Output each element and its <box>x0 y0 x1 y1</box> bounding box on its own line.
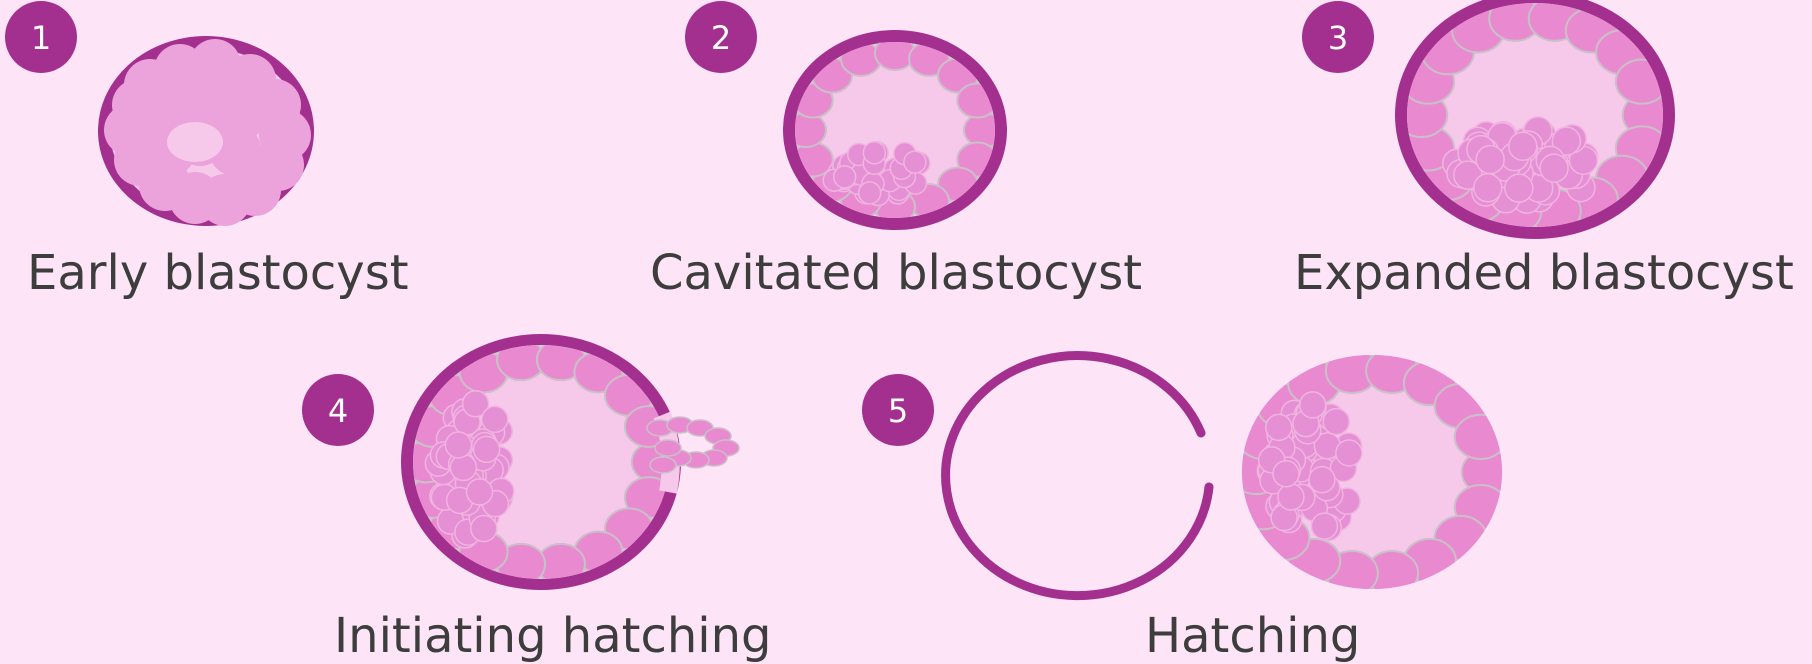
hatched-blastocyst-illustration <box>1230 349 1513 595</box>
badge-4-number: 4 <box>328 392 348 430</box>
icm-cell <box>471 516 497 542</box>
icm-cell <box>904 151 926 173</box>
expanded-blastocyst-illustration <box>1395 0 1675 239</box>
icm-cell <box>1323 409 1349 435</box>
icm-cell <box>1336 440 1362 466</box>
icm-cell <box>834 166 856 188</box>
icm-cell <box>1540 154 1568 182</box>
icm-cell <box>450 455 476 481</box>
badge-1-number: 1 <box>31 19 51 57</box>
stage-2: 2 Cavitated blastocyst <box>650 1 1142 301</box>
stage-5: 5 Hatching <box>862 349 1514 664</box>
badge-3-number: 3 <box>1328 19 1348 57</box>
icm-cell <box>1505 174 1533 202</box>
cell <box>655 440 681 456</box>
icm-cell <box>863 142 885 164</box>
icm-cell <box>1278 484 1304 510</box>
stage-3-label: Expanded blastocyst <box>1294 245 1794 301</box>
stage-4: 4 Initiating hatching <box>302 334 771 664</box>
stage-4-label: Initiating hatching <box>334 608 771 664</box>
cell <box>184 69 236 121</box>
icm-cell <box>859 182 881 204</box>
icm-cell <box>1266 414 1292 440</box>
badge-2-number: 2 <box>711 19 731 57</box>
empty-zona-pellucida <box>946 356 1209 596</box>
icm-cell <box>482 406 508 432</box>
icm-cell <box>474 436 500 462</box>
icm-cell <box>1509 132 1537 160</box>
icm-cell <box>1311 513 1337 539</box>
cell <box>1455 415 1507 459</box>
small-cavity <box>167 122 223 162</box>
cavitated-blastocyst-illustration <box>783 30 1007 230</box>
early-blastocyst-illustration <box>98 36 314 226</box>
icm-cell <box>1300 392 1326 418</box>
icm-cell <box>445 432 471 458</box>
stage-1: 1 Early blastocyst <box>5 1 409 301</box>
icm-cell <box>1476 146 1504 174</box>
icm-cell <box>1309 467 1335 493</box>
icm-cell <box>1273 461 1299 487</box>
stage-1-label: Early blastocyst <box>27 245 409 301</box>
icm-cell <box>1474 174 1502 202</box>
initiating-hatching-illustration <box>401 334 739 590</box>
stage-5-label: Hatching <box>1145 608 1360 664</box>
protruding-cells <box>647 417 739 473</box>
stage-2-label: Cavitated blastocyst <box>650 245 1142 301</box>
stage-3: 3 Expanded blastocyst <box>1294 0 1794 301</box>
cell <box>650 457 676 473</box>
icm-cell <box>467 479 493 505</box>
badge-5-number: 5 <box>888 392 908 430</box>
